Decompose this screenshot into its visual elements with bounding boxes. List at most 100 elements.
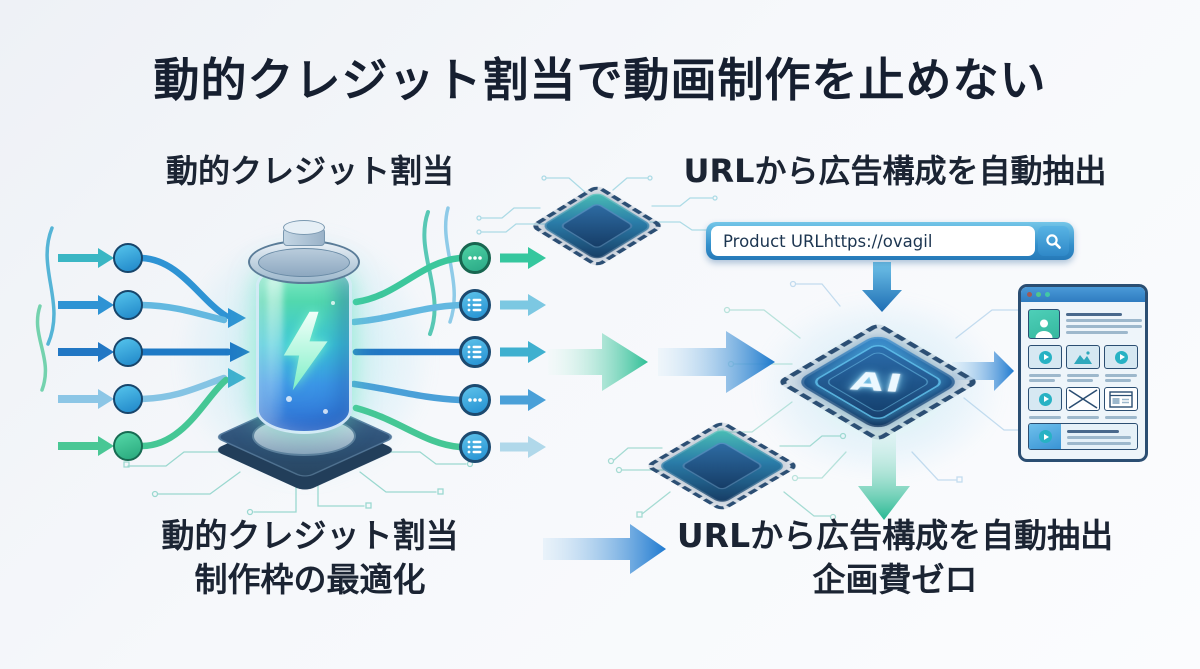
window-dot-green [1036,292,1041,297]
video-card [1028,387,1062,411]
search-url-value: https://ovagil [823,231,933,251]
window-title-bar [1021,287,1145,302]
image-icon [1074,350,1092,364]
text-line [1067,436,1131,439]
list-icon [467,298,482,312]
input-arrow-4 [58,389,114,409]
battery-body [256,262,352,434]
bubble [286,396,292,402]
input-arrow-5 [58,436,114,456]
input-arrow-3 [58,342,114,362]
battery-in-arrowhead-1 [228,308,246,328]
decorative-wave-lines [35,206,456,392]
text-line [1105,416,1137,419]
output-node-ellipsis-2 [459,384,491,416]
connectors-into-battery [138,254,232,450]
placeholder-x-icon [1068,389,1098,409]
output-node-list-3 [459,431,491,463]
right-section-heading: URLから広告構成を自動抽出 [683,152,1107,190]
right-caption-line-1: URLから広告構成を自動抽出 [676,516,1114,555]
banner-card [1028,423,1138,450]
input-arrows [58,248,114,456]
ad-layout-window [1018,284,1148,462]
placeholder-card [1066,387,1100,411]
ai-chip-label: AI [848,366,908,398]
output-arrows [500,247,546,458]
search-icon [1046,233,1061,249]
input-node-1 [113,243,143,273]
input-arrow-1 [58,248,114,268]
text-line [1067,430,1119,433]
battery-in-arrowhead-3 [228,368,246,388]
text-line [1066,325,1142,328]
glass-highlight [267,275,283,421]
text-line [1029,374,1061,377]
battery-top-rim-inner [258,248,350,277]
big-green-arrow [548,333,648,391]
output-arrow-4 [500,389,546,411]
left-section-heading: 動的クレジット割当 [165,152,454,190]
text-line [1066,313,1122,316]
text-line [1067,379,1093,382]
text-line [1067,374,1099,377]
ellipsis-icon [468,256,482,260]
play-icon [1114,350,1128,364]
output-arrow-1 [500,247,546,269]
video-card [1028,345,1062,369]
input-arrow-2 [58,295,114,315]
output-node-ellipsis-1 [459,242,491,274]
right-caption: URLから広告構成を自動抽出 企画費ゼロ [655,514,1135,602]
input-node-5 [113,431,143,461]
search-button [1038,226,1069,256]
window-dot-teal [1045,292,1050,297]
text-line [1029,379,1055,382]
big-blue-arrow [658,331,775,393]
page-title: 動的クレジット割当で動画制作を止めない [153,53,1047,107]
input-node-3 [113,337,143,367]
left-caption: 動的クレジット割当 制作枠の最適化 [90,514,530,602]
output-node-list-2 [459,336,491,368]
connectors-out-of-battery [350,254,464,451]
text-line [1067,416,1099,419]
search-to-ai-arrow [862,262,902,312]
output-arrow-5 [500,436,546,458]
text-line [1066,331,1128,334]
banner-video-thumb [1029,424,1061,449]
mini-window-card [1104,387,1138,411]
ai-to-browser-arrow [952,351,1014,391]
right-caption-line-2: 企画費ゼロ [812,560,978,599]
battery-in-arrowhead-2 [230,342,250,362]
left-caption-line-1: 動的クレジット割当 [161,516,459,555]
bubble [323,409,328,414]
output-node-list-1 [459,289,491,321]
battery-terminal-top [283,220,325,235]
window-dot-red [1027,292,1032,297]
output-arrow-3 [500,341,546,363]
bubble [331,301,335,305]
list-icon [467,440,482,454]
ai-down-arrow [858,430,910,520]
search-label: Product URL [723,231,824,251]
text-line [1066,319,1142,322]
lightning-bolt-icon [283,311,328,391]
text-line [1029,416,1061,419]
left-caption-line-2: 制作枠の最適化 [194,560,426,599]
ellipsis-icon [468,398,482,402]
video-card [1104,345,1138,369]
avatar-card [1028,309,1060,339]
text-line [1067,442,1131,445]
play-icon [1038,392,1052,406]
play-icon [1038,350,1052,364]
play-icon [1038,430,1052,443]
output-arrow-2 [500,294,546,316]
bottom-caption-arrow [543,524,666,574]
input-node-4 [113,384,143,414]
input-node-2 [113,290,143,320]
mini-window-icon [1109,390,1133,408]
image-card [1066,345,1100,369]
text-line [1105,379,1131,382]
list-icon [467,345,482,359]
